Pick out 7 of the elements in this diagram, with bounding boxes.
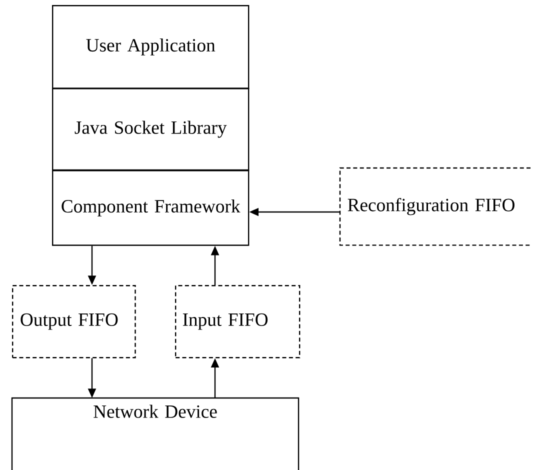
fifo-box: Output FIFO xyxy=(12,284,136,358)
layer-box: Java Socket Library xyxy=(52,88,250,171)
fifo-box: Reconfiguration FIFO xyxy=(339,167,531,246)
device-box: Network Device xyxy=(11,397,300,470)
layer-box: Component Framework xyxy=(52,170,250,246)
fifo-box: Input FIFO xyxy=(175,284,300,358)
layer-box: User Application xyxy=(52,5,250,89)
